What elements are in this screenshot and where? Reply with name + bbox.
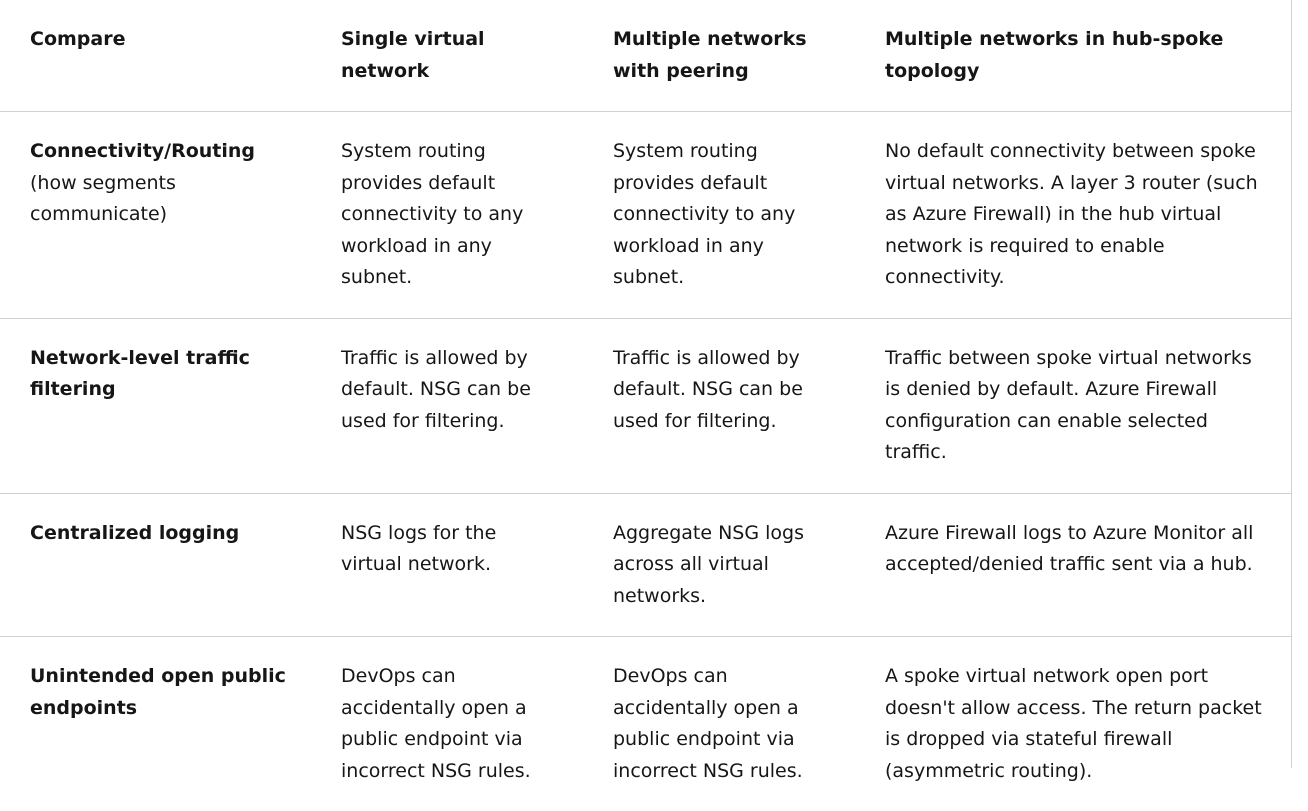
cell-hub-spoke: A spoke virtual network open port doesn'… — [855, 637, 1292, 811]
table-row: Unintended open public endpoints DevOps … — [0, 637, 1292, 811]
cell-hub-spoke: No default connectivity between spoke vi… — [855, 112, 1292, 319]
table-row: Connectivity/Routing (how segments commu… — [0, 112, 1292, 319]
row-label-cell: Unintended open public endpoints — [0, 637, 311, 811]
cell-single: NSG logs for the virtual network. — [311, 493, 583, 637]
row-label: Unintended open public endpoints — [30, 661, 289, 724]
row-label: Centralized logging — [30, 518, 289, 550]
cell-peering: System routing provides default connecti… — [583, 112, 855, 319]
header-single-virtual-network: Single virtual network — [311, 0, 583, 112]
cell-peering: Aggregate NSG logs across all virtual ne… — [583, 493, 855, 637]
cell-peering: Traffic is allowed by default. NSG can b… — [583, 318, 855, 493]
header-hub-spoke-topology: Multiple networks in hub-spoke topology — [855, 0, 1292, 112]
row-sublabel: (how segments communicate) — [30, 168, 289, 231]
table-row: Network-level traffic filtering Traffic … — [0, 318, 1292, 493]
table-header: Compare Single virtual network Multiple … — [0, 0, 1292, 112]
header-multiple-networks-peering: Multiple networks with peering — [583, 0, 855, 112]
cell-hub-spoke: Traffic between spoke virtual networks i… — [855, 318, 1292, 493]
row-label-cell: Connectivity/Routing (how segments commu… — [0, 112, 311, 319]
table-body: Connectivity/Routing (how segments commu… — [0, 112, 1292, 811]
header-row: Compare Single virtual network Multiple … — [0, 0, 1292, 112]
table-container: Compare Single virtual network Multiple … — [0, 0, 1292, 768]
cell-peering: DevOps can accidentally open a public en… — [583, 637, 855, 811]
cell-single: Traffic is allowed by default. NSG can b… — [311, 318, 583, 493]
cell-single: DevOps can accidentally open a public en… — [311, 637, 583, 811]
row-label: Network-level traffic filtering — [30, 343, 289, 406]
cell-hub-spoke: Azure Firewall logs to Azure Monitor all… — [855, 493, 1292, 637]
table-row: Centralized logging NSG logs for the vir… — [0, 493, 1292, 637]
cell-single: System routing provides default connecti… — [311, 112, 583, 319]
header-compare: Compare — [0, 0, 311, 112]
row-label: Connectivity/Routing — [30, 136, 289, 168]
row-label-cell: Network-level traffic filtering — [0, 318, 311, 493]
row-label-cell: Centralized logging — [0, 493, 311, 637]
